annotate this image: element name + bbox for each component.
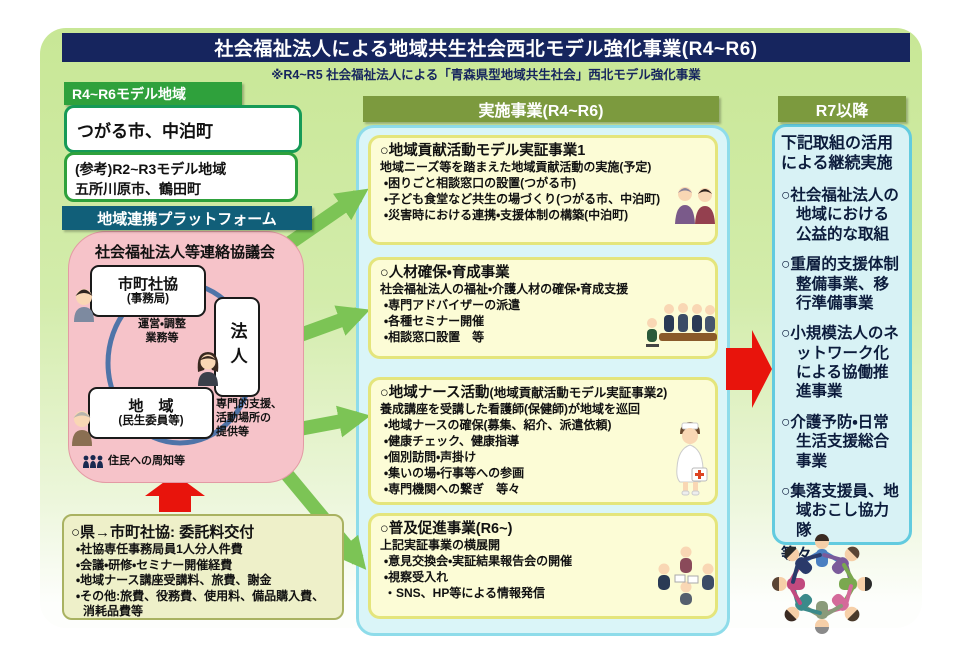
- project-4-bullet: ・意見交換会・実証結果報告会の開催: [384, 554, 573, 569]
- funding-bullet: ・社協専任事務局員1人分人件費: [76, 542, 243, 556]
- project-2-bullet: ・相談窓口設置 等: [384, 330, 485, 345]
- project-2-title: ○人材確保・育成事業: [380, 265, 510, 281]
- middle-header: 実施事業(R4~R6): [363, 96, 719, 122]
- project-4-desc: 上記実証事業の横展開: [380, 538, 501, 553]
- project-4-title: ○普及促進事業(R6~): [380, 521, 513, 537]
- node-shakyo: 市町社協 (事務局): [90, 265, 206, 317]
- node-shakyo-title: 市町社協: [117, 275, 178, 293]
- project-3-desc: 養成講座を受講した看護師(保健師)が地域を巡回: [380, 402, 640, 417]
- funding-bullet: ・地域ナース講座受講料、旅費、謝金: [76, 573, 272, 588]
- project-3-bullet: ・地域ナースの確保(募集、紹介、派遣依頼): [384, 418, 612, 433]
- project-1-bullet: ・子ども食堂など共生の場づくり(つがる市、中泊町): [384, 192, 661, 207]
- crowd-icon: [83, 455, 103, 469]
- funding-bullet: ・会議・研修・セミナー開催経費: [76, 557, 233, 572]
- project-4-bullet: ・SNS、HP等による情報発信: [384, 586, 545, 601]
- right-item: ○集落支援員、地域おこし協力隊: [781, 482, 899, 539]
- project-box-1: ○地域貢献活動モデル実証事業1 地域ニーズ等を踏まえた地域貢献活動の実施(予定)…: [368, 135, 718, 245]
- project-1-bullet: ・災害時における連携・支援体制の構築(中泊町): [384, 208, 629, 223]
- residents-note: 住民への周知等: [82, 455, 185, 469]
- seminar-meeting-icon: [646, 303, 717, 347]
- node-houjin: 法人: [214, 297, 260, 397]
- project-3-title: ○地域ナース活動: [380, 385, 490, 401]
- nurse-icon: [676, 422, 708, 496]
- project-box-2: ○人材確保・育成事業 社会福祉法人の福祉・介護人材の確保・育成支援 ・専門アドバ…: [368, 257, 718, 359]
- discussion-group-icon: [658, 546, 714, 605]
- project-3-bullet: ・専門機関への繋ぎ 等々: [384, 482, 521, 497]
- residents-note-text: 住民への周知等: [108, 455, 185, 467]
- project-box-3: ○地域ナース活動(地域貢献活動モデル実証事業2) 養成講座を受講した看護師(保健…: [368, 377, 718, 505]
- council-title: 社会福祉法人等連絡協議会: [94, 244, 275, 261]
- reference-area-label: (参考)R2~R3モデル地域: [75, 161, 227, 177]
- right-item: ○社会福祉法人の地域における公益的な取組: [781, 187, 899, 243]
- node-chiiki-title: 地 域: [128, 397, 174, 415]
- houjin-staff-icon: [197, 352, 219, 386]
- project-3-bullet: ・個別訪問・声掛け: [384, 450, 477, 465]
- node-chiiki-sub: (民生委員等): [118, 415, 184, 428]
- node-chiiki: 地 域 (民生委員等): [88, 387, 214, 439]
- shakyo-staff-icon: [74, 289, 94, 322]
- project-3-bullet: ・集いの場・行事等への参画: [384, 466, 525, 481]
- page-title: 社会福祉法人による地域共生社会西北モデル強化事業(R4~R6): [214, 39, 758, 60]
- project-1-desc: 地域ニーズ等を踏まえた地域貢献活動の実施(予定): [380, 160, 652, 175]
- right-item: ○介護予防・日常生活支援総合事業: [781, 413, 890, 470]
- resident-elder-icon: [72, 411, 92, 446]
- platform-header: 地域連携プラットフォーム: [62, 206, 312, 230]
- edge-admin-note: 運営・調整 業務等: [138, 318, 186, 344]
- right-item: ○重層的支援体制整備事業、移行準備事業: [781, 256, 899, 312]
- model-area-box: つがる市、中泊町: [64, 105, 302, 153]
- right-item: ○小規模法人のネットワーク化による協働推進事業: [781, 325, 899, 401]
- project-3-bullet: ・健康チェック、健康指導: [384, 434, 520, 449]
- project-2-bullet: ・各種セミナー開催: [384, 314, 485, 329]
- funding-title: ○県→市町社協: 委託料交付: [71, 524, 255, 541]
- project-1-bullet: ・困りごと相談窓口の設置(つがる市): [384, 176, 577, 191]
- reference-area-box: (参考)R2~R3モデル地域 五所川原市、鶴田町: [64, 152, 298, 202]
- chatting-people-icon: [675, 187, 715, 224]
- funding-bullet: ・その他:旅費、役務費、使用料、備品購入費、消耗品費等: [76, 588, 325, 619]
- project-1-title: ○地域貢献活動モデル実証事業1: [380, 143, 586, 159]
- page-subtitle: ※R4~R5 社会福祉法人による「青森県型地域共生社会」西北モデル強化事業: [271, 68, 701, 82]
- model-area-label: R4~R6モデル地域: [64, 82, 242, 105]
- model-area-text: つがる市、中泊町: [77, 121, 213, 141]
- funding-box: ○県→市町社協: 委託料交付 ・社協専任事務局員1人分人件費 ・会議・研修・セミ…: [62, 514, 344, 620]
- project-2-desc: 社会福祉法人の福祉・介護人材の確保・育成支援: [380, 282, 629, 297]
- hand-circle-people-icon: [772, 534, 872, 634]
- right-header: R7以降: [778, 96, 906, 122]
- node-shakyo-sub: (事務局): [126, 293, 170, 306]
- right-intro: 下記取組の活用による継続実施: [781, 135, 894, 172]
- edge-support-note: 専門的支援、 活動場所の 提供等: [216, 398, 282, 438]
- project-2-bullet: ・専門アドバイザーの派遣: [384, 298, 521, 313]
- right-box: 下記取組の活用による継続実施 ○社会福祉法人の地域における公益的な取組 ○重層的…: [772, 124, 912, 563]
- node-houjin-title: 法人: [227, 322, 247, 372]
- reference-area-text: 五所川原市、鶴田町: [75, 180, 201, 197]
- project-4-bullet: ・視察受入れ: [384, 570, 449, 585]
- page-title-bar: 社会福祉法人による地域共生社会西北モデル強化事業(R4~R6): [62, 33, 910, 62]
